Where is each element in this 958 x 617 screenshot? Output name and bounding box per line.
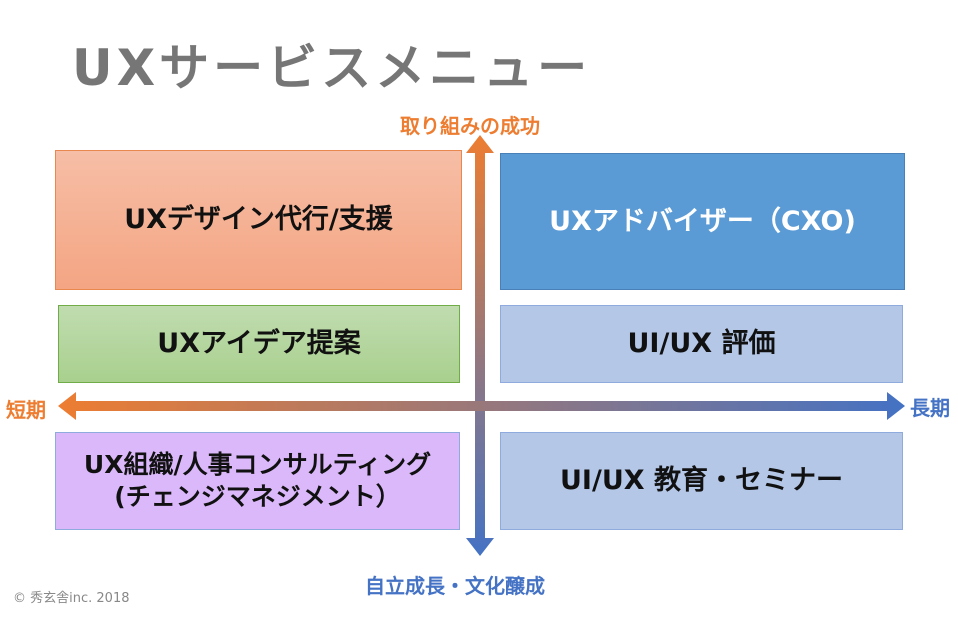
- service-label: UXアドバイザー（CXO): [549, 205, 856, 237]
- service-box-education: UI/UX 教育・セミナー: [500, 432, 903, 530]
- service-box-advisor: UXアドバイザー（CXO): [500, 153, 905, 290]
- service-label: UXアイデア提案: [157, 328, 361, 360]
- page-title: UXサービスメニュー: [72, 39, 592, 97]
- service-box-organization: UX組織/人事コンサルティング (チェンジマネジメント）: [55, 432, 460, 530]
- service-label-line2: (チェンジマネジメント）: [114, 482, 401, 511]
- service-label: UXデザイン代行/支援: [124, 204, 393, 236]
- service-label-line1: UX組織/人事コンサルティング: [83, 449, 432, 479]
- service-label: UI/UX 評価: [627, 328, 776, 360]
- copyright: © 秀玄舎inc. 2018: [13, 591, 130, 606]
- vertical-axis-arrow: [466, 135, 494, 556]
- axis-label-left: 短期: [6, 398, 46, 422]
- axis-label-bottom: 自立成長・文化醸成: [365, 574, 545, 598]
- service-box-evaluation: UI/UX 評価: [500, 305, 903, 383]
- service-box-idea: UXアイデア提案: [58, 305, 460, 383]
- horizontal-axis-arrow: [58, 392, 905, 420]
- axis-label-right: 長期: [910, 396, 950, 420]
- service-box-design: UXデザイン代行/支援: [55, 150, 462, 290]
- service-label: UI/UX 教育・セミナー: [560, 465, 843, 497]
- axis-label-top: 取り組みの成功: [400, 114, 540, 138]
